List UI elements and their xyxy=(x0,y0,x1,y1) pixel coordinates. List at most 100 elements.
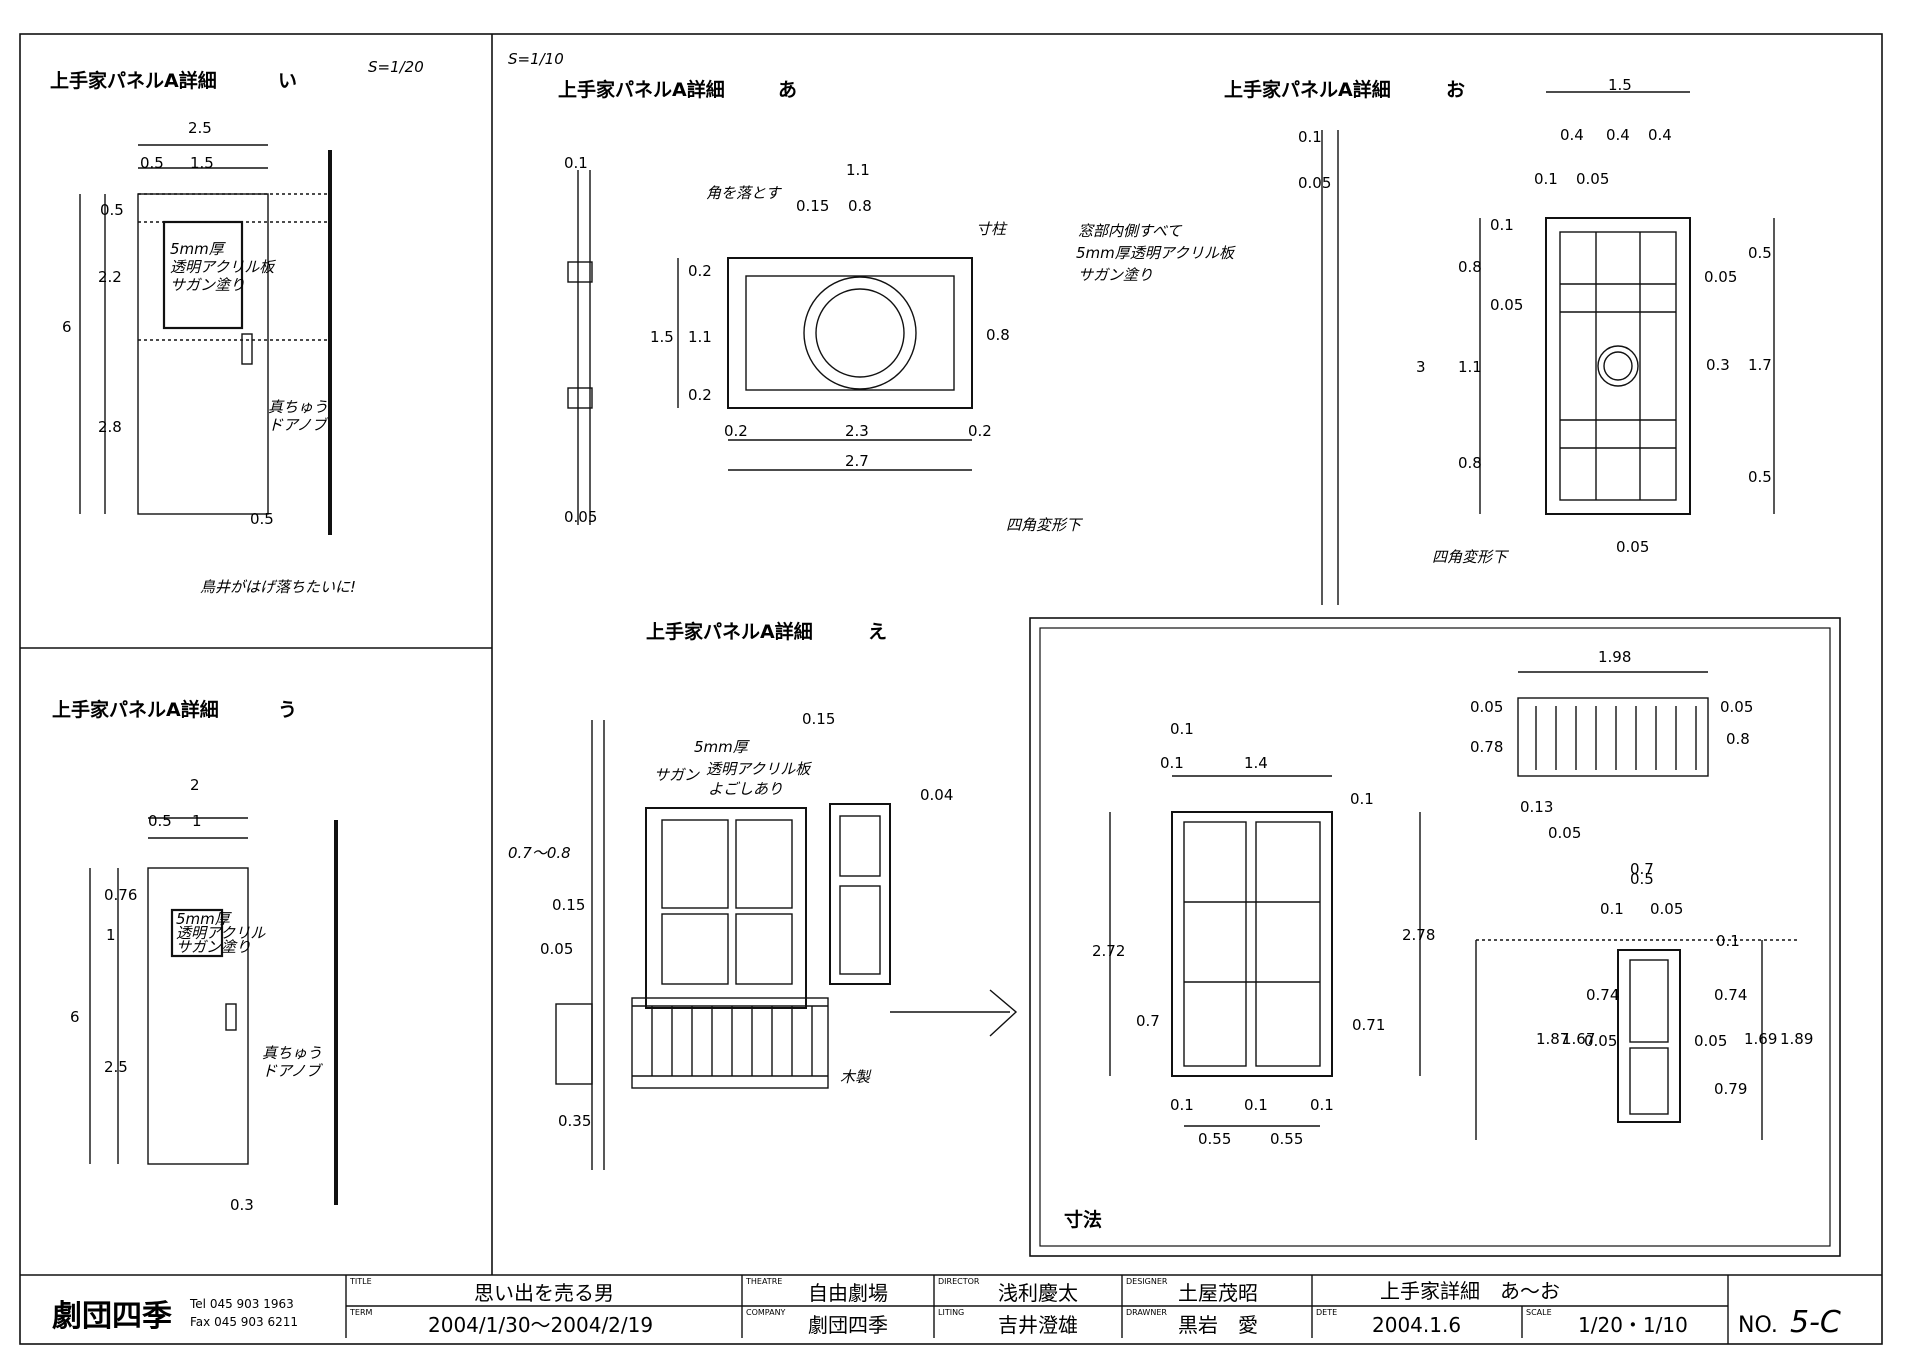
round-window-inner xyxy=(815,288,905,378)
dim-label: 1.98 xyxy=(1598,648,1631,666)
dim-label: 2 xyxy=(190,776,200,794)
dim-label: 0.55 xyxy=(1198,1130,1231,1148)
dim-label: 0.1 xyxy=(1170,720,1194,738)
dim-label: 2.3 xyxy=(845,422,869,440)
dim-label: 0.5 xyxy=(140,154,164,172)
dim-label: 2.2 xyxy=(98,268,122,286)
note: 木製 xyxy=(840,1068,872,1086)
company-label: COMPANY xyxy=(746,1308,786,1317)
dim-label: 0.1 xyxy=(1310,1096,1334,1114)
dim-label: 0.76 xyxy=(104,886,137,904)
panel-title: 上手家パネルA詳細 xyxy=(50,69,217,92)
scale-note-center: S=1/10 xyxy=(508,50,564,68)
panel-frame xyxy=(727,257,973,409)
dim-label: 0.74 xyxy=(1586,986,1619,1004)
dim-label: 0.55 xyxy=(1270,1130,1303,1148)
dim-label: 0.04 xyxy=(920,786,953,804)
note: 5mm厚 xyxy=(694,738,751,756)
dim-label: 0.05 xyxy=(1694,1032,1727,1050)
dim-label: 0.5 xyxy=(100,201,124,219)
dim-label: 0.74 xyxy=(1714,986,1747,1004)
sheet-frame xyxy=(19,33,1883,1345)
dim-label: 0.05 xyxy=(1576,170,1609,188)
dim-label: 0.1 xyxy=(1298,128,1322,146)
dim-label: 0.78 xyxy=(1470,738,1503,756)
dim-label: 1.67 xyxy=(1562,1030,1595,1048)
dim-label: 1.87 xyxy=(1536,1030,1569,1048)
dim-label: 0.1 xyxy=(1534,170,1558,188)
dim-label: 0.3 xyxy=(1706,356,1730,374)
company-value: 劇団四季 xyxy=(808,1313,888,1337)
dim-label: 0.7 xyxy=(1136,1012,1160,1030)
panel-e: 上手家パネルA詳細 え xyxy=(508,620,1018,1170)
note: 四角変形下 xyxy=(1432,548,1510,566)
title-block: 劇団四季 Tel 045 903 1963 Fax 045 903 6211 T… xyxy=(52,1275,1841,1344)
scale-label: SCALE xyxy=(1526,1308,1552,1317)
director-label: DIRECTOR xyxy=(938,1277,980,1286)
dim-label: 0.1 xyxy=(1350,790,1374,808)
drawner-label: DRAWNER xyxy=(1126,1308,1167,1317)
dim-label: 1.5 xyxy=(190,154,214,172)
dim-label: 1.5 xyxy=(650,328,674,346)
panel-letter: え xyxy=(868,621,887,643)
dim-label: 6 xyxy=(70,1008,80,1026)
dim-label: 0.05 xyxy=(540,940,573,958)
dim-label: 0.05 xyxy=(1548,824,1581,842)
dim-label: 0.2 xyxy=(688,386,712,404)
dim-label: 0.1 xyxy=(564,154,588,172)
note: 真ちゅう xyxy=(262,1044,322,1062)
dim-label: 2.5 xyxy=(188,119,212,137)
term-value: 2004/1/30〜2004/2/19 xyxy=(428,1313,653,1337)
dim-label: 1.4 xyxy=(1244,754,1268,772)
note: 5mm厚透明アクリル板 xyxy=(1076,244,1236,262)
panel-i: 上手家パネルA詳細 い 2.5 0.5 1.5 0.5 2.2 6 2.8 0.… xyxy=(50,69,356,596)
dim-label: 0.2 xyxy=(968,422,992,440)
dim-label: 6 xyxy=(62,318,72,336)
note: 角を落とす xyxy=(706,184,783,202)
dim-label: 2.5 xyxy=(104,1058,128,1076)
dim-label: 0.5 xyxy=(250,510,274,528)
round-window-outer xyxy=(803,276,917,390)
director-value: 浅利慶太 xyxy=(998,1281,1078,1305)
title-label: TITLE xyxy=(349,1277,372,1286)
title-value: 思い出を売る男 xyxy=(474,1281,614,1305)
dim-label: 0.15 xyxy=(796,197,829,215)
railing-elevation xyxy=(1517,697,1709,777)
dim-label: 0.7〜0.8 xyxy=(508,844,571,862)
dim-label: 1.69 xyxy=(1744,1030,1777,1048)
panel-frame xyxy=(1545,217,1691,515)
door-window xyxy=(162,220,244,330)
drawner-value: 黒岩 愛 xyxy=(1178,1313,1258,1337)
arrow-head xyxy=(989,989,1018,1037)
dim-label: 2.72 xyxy=(1092,942,1125,960)
dim-label: 0.7 xyxy=(1630,860,1654,878)
note: ドアノブ xyxy=(268,416,330,434)
dim-label: 0.05 xyxy=(1490,296,1523,314)
dim-label: 0.4 xyxy=(1648,126,1672,144)
dim-label: 0.71 xyxy=(1352,1016,1385,1034)
dim-label: 2.8 xyxy=(98,418,122,436)
dim-label: 0.05 xyxy=(1616,538,1649,556)
panel-letter: お xyxy=(1446,79,1465,101)
note: 透明アクリル xyxy=(176,924,266,942)
dim-label: 0.4 xyxy=(1606,126,1630,144)
date-label: DETE xyxy=(1316,1308,1337,1317)
note: 寸柱 xyxy=(976,220,1008,238)
scale-value: 1/20・1/10 xyxy=(1578,1313,1688,1337)
door-window xyxy=(170,908,224,958)
theatre-label: THEATRE xyxy=(745,1277,782,1286)
dim-label: 0.1 xyxy=(1160,754,1184,772)
dim-label: 0.05 xyxy=(1298,174,1331,192)
dim-label: 0.2 xyxy=(724,422,748,440)
dim-label: 0.1 xyxy=(1170,1096,1194,1114)
door-outline xyxy=(137,193,269,515)
note: 透明アクリル板 xyxy=(170,258,276,276)
round-window xyxy=(1597,345,1639,387)
dim-label: 2.7 xyxy=(845,452,869,470)
dim-label: 0.79 xyxy=(1714,1080,1747,1098)
dim-label: 0.5 xyxy=(1630,870,1654,888)
dim-label: 0.1 xyxy=(1244,1096,1268,1114)
lighting-value: 吉井澄雄 xyxy=(998,1313,1078,1337)
dim-label: 0.1 xyxy=(1600,900,1624,918)
door-knob xyxy=(241,333,253,365)
